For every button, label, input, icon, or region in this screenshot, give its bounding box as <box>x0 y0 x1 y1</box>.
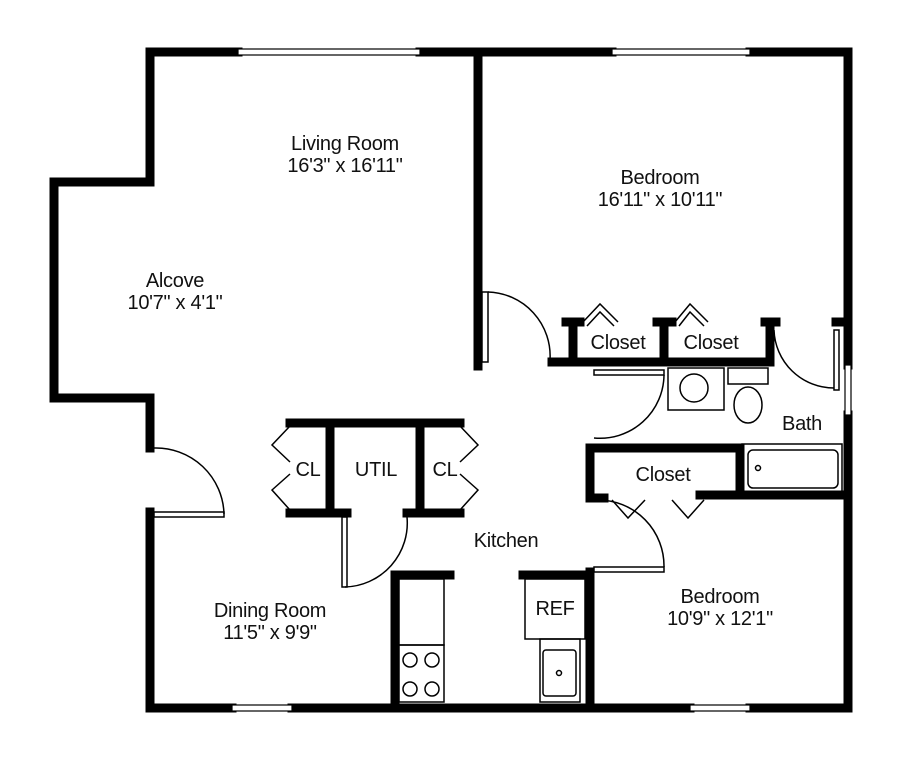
closet-label-2: Closet <box>683 332 739 354</box>
room-name: Alcove <box>145 270 205 292</box>
room-name: Bedroom <box>680 586 760 608</box>
toilet-tank <box>727 367 769 385</box>
sink-vanity <box>667 367 725 411</box>
bath-closet-wall <box>585 443 853 503</box>
room-label-kitchen: Kitchen <box>473 530 539 552</box>
room-dimensions: 10'9" x 12'1" <box>667 608 773 630</box>
kitchen-sink <box>542 649 577 697</box>
closet-label-3: Closet <box>635 464 691 486</box>
walls <box>49 47 853 713</box>
util-walls <box>285 418 465 518</box>
room-label-bath: Bath <box>782 413 822 435</box>
room-name: Living Room <box>291 133 399 155</box>
closet-label-cl-right: CL <box>432 459 458 481</box>
room-label-util: UTIL <box>354 459 398 481</box>
kitchen-counter-walls <box>390 570 595 713</box>
room-dimensions: 16'3" x 16'11" <box>287 155 403 177</box>
stove <box>398 644 445 703</box>
room-dimensions: 10'7" x 4'1" <box>127 292 223 314</box>
closet-label-1: Closet <box>590 332 646 354</box>
room-dimensions: 16'11" x 10'11" <box>597 189 723 211</box>
windows <box>231 48 852 712</box>
bathtub <box>747 449 839 489</box>
bedroom-closet-wall <box>547 317 851 367</box>
toilet <box>733 386 763 424</box>
doors <box>153 291 840 588</box>
room-name: Dining Room <box>213 600 327 622</box>
outer-wall-left <box>49 47 155 713</box>
closet-label-cl-left: CL <box>295 459 321 481</box>
room-dimensions: 11'5" x 9'9" <box>223 622 317 644</box>
fixtures <box>398 367 843 703</box>
room-name: Bedroom <box>620 167 700 189</box>
fixture-label-ref: REF <box>535 598 575 620</box>
